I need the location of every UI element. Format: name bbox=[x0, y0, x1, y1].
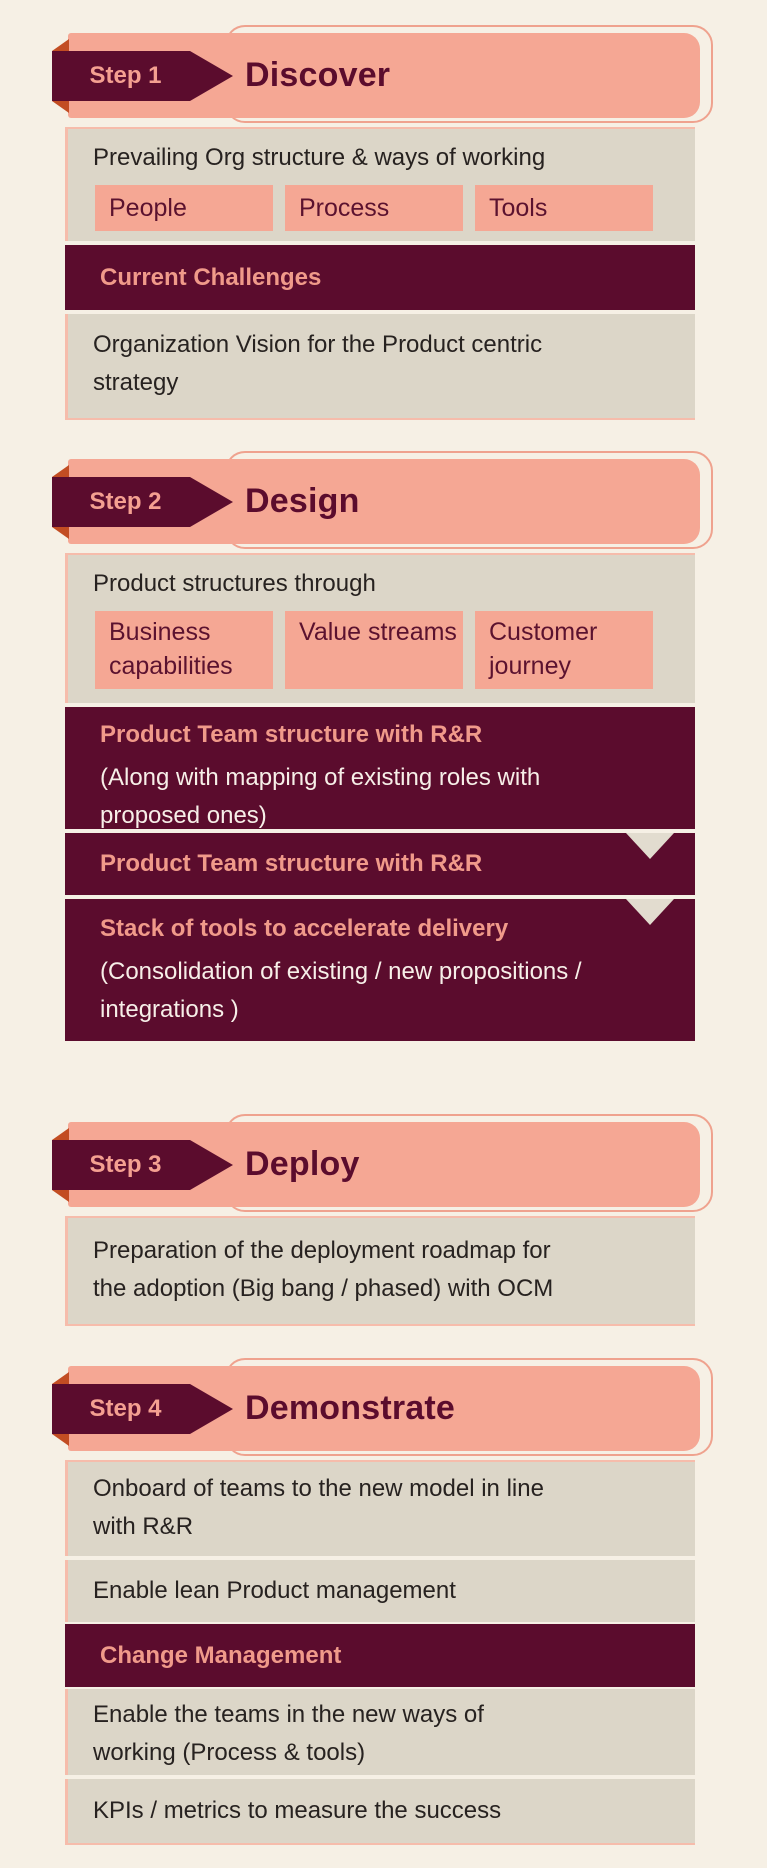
content-row: Product structures through Business capa… bbox=[65, 553, 695, 703]
chip: Business capabilities bbox=[95, 611, 273, 689]
step-badge: Step 1 bbox=[52, 51, 233, 101]
row-title: Change Management bbox=[100, 1641, 342, 1669]
step-content: Onboard of teams to the new model in lin… bbox=[65, 1460, 695, 1845]
content-row-highlight: Current Challenges bbox=[65, 245, 695, 310]
row-text: Preparation of the deployment roadmap fo… bbox=[93, 1237, 554, 1302]
chip: Tools bbox=[475, 185, 653, 231]
row-text: Product structures through bbox=[93, 570, 376, 597]
row-subtitle: (Consolidation of existing / new proposi… bbox=[100, 958, 582, 1023]
ribbon-fold-bottom bbox=[52, 527, 69, 539]
ribbon-fold-top bbox=[52, 1372, 69, 1384]
chip: Value streams bbox=[285, 611, 463, 689]
row-title: Product Team structure with R&R bbox=[100, 721, 483, 748]
step-badge-label: Step 1 bbox=[89, 62, 162, 89]
row-title: Product Team structure with R&R bbox=[100, 850, 483, 877]
row-text: Organization Vision for the Product cent… bbox=[93, 331, 543, 396]
chip: Process bbox=[285, 185, 463, 231]
content-row-highlight: Stack of tools to accelerate delivery (C… bbox=[65, 899, 695, 1041]
row-title: Current Challenges bbox=[100, 263, 322, 291]
row-title: Stack of tools to accelerate delivery bbox=[100, 915, 509, 942]
row-text: Enable lean Product management bbox=[93, 1577, 456, 1604]
step-badge-label: Step 2 bbox=[89, 488, 162, 515]
ribbon-fold-top bbox=[52, 39, 69, 51]
step-content: Preparation of the deployment roadmap fo… bbox=[65, 1216, 695, 1326]
content-row: Onboard of teams to the new model in lin… bbox=[65, 1460, 695, 1556]
step-content: Prevailing Org structure & ways of worki… bbox=[65, 127, 695, 420]
content-row-highlight: Change Management bbox=[65, 1624, 695, 1687]
chevron-down-notch-icon bbox=[626, 833, 674, 859]
content-row-highlight: Product Team structure with R&R bbox=[65, 833, 695, 895]
chip-row: People Process Tools bbox=[95, 185, 665, 231]
row-text: Enable the teams in the new ways of work… bbox=[93, 1701, 484, 1766]
ribbon-fold-bottom bbox=[52, 101, 69, 113]
step-badge-label: Step 3 bbox=[89, 1151, 162, 1178]
ribbon-fold-bottom bbox=[52, 1434, 69, 1446]
step-badge: Step 2 bbox=[52, 477, 233, 527]
content-row: Prevailing Org structure & ways of worki… bbox=[65, 127, 695, 241]
step-title: Design bbox=[245, 482, 360, 520]
row-text: Prevailing Org structure & ways of worki… bbox=[93, 144, 546, 171]
row-text: KPIs / metrics to measure the success bbox=[93, 1797, 502, 1824]
ribbon-fold-bottom bbox=[52, 1190, 69, 1202]
step-badge: Step 4 bbox=[52, 1384, 233, 1434]
step-title: Demonstrate bbox=[245, 1389, 456, 1427]
content-row: Preparation of the deployment roadmap fo… bbox=[65, 1216, 695, 1326]
step-content: Product structures through Business capa… bbox=[65, 553, 695, 1041]
row-subtitle: (Along with mapping of existing roles wi… bbox=[100, 764, 541, 829]
content-row: KPIs / metrics to measure the success bbox=[65, 1779, 695, 1845]
step-title: Discover bbox=[245, 56, 391, 94]
step-badge-label: Step 4 bbox=[89, 1395, 162, 1422]
step-title: Deploy bbox=[245, 1145, 360, 1183]
chip: People bbox=[95, 185, 273, 231]
step-badge: Step 3 bbox=[52, 1140, 233, 1190]
chip-row: Business capabilities Value streams Cust… bbox=[95, 611, 665, 689]
chip: Customer journey bbox=[475, 611, 653, 689]
ribbon-fold-top bbox=[52, 465, 69, 477]
row-text: Onboard of teams to the new model in lin… bbox=[93, 1475, 544, 1540]
content-row: Organization Vision for the Product cent… bbox=[65, 314, 695, 420]
content-row-highlight: Product Team structure with R&R (Along w… bbox=[65, 707, 695, 829]
content-row: Enable lean Product management bbox=[65, 1560, 695, 1622]
content-row: Enable the teams in the new ways of work… bbox=[65, 1689, 695, 1775]
ribbon-fold-top bbox=[52, 1128, 69, 1140]
